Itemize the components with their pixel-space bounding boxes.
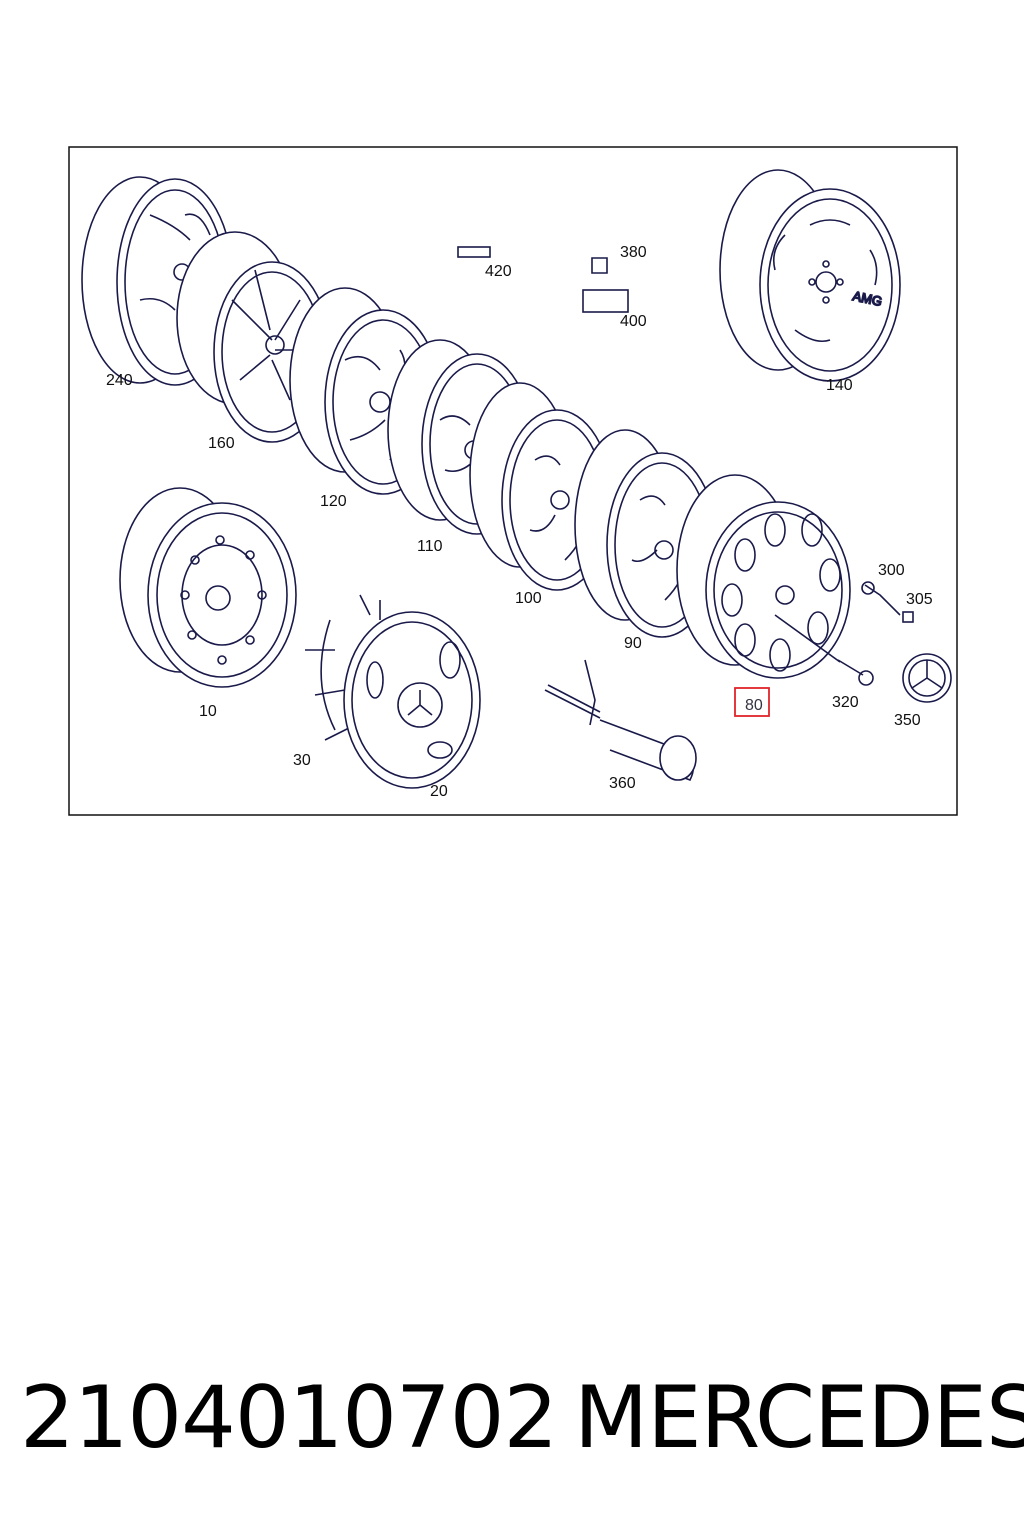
callout-300: 300 — [878, 562, 905, 579]
tool-360 — [544, 659, 697, 782]
wheel-140-amg: AMG — [719, 169, 901, 382]
valve-cap-305 — [902, 611, 914, 623]
callout-90: 90 — [624, 635, 642, 652]
callout-320: 320 — [832, 694, 859, 711]
emblem-350 — [902, 653, 952, 703]
callout-240: 240 — [106, 372, 133, 389]
callout-305: 305 — [906, 591, 933, 608]
hubcap-20 — [343, 611, 481, 789]
callout-360: 360 — [609, 775, 636, 792]
callout-100: 100 — [515, 590, 542, 607]
callout-120: 120 — [320, 493, 347, 510]
weight-400 — [582, 289, 629, 313]
callout-350: 350 — [894, 712, 921, 729]
part-number: 2104010702 — [20, 1368, 558, 1468]
callout-80-highlight — [734, 687, 770, 717]
hubcap-ring-30 — [305, 594, 381, 741]
callout-380: 380 — [620, 244, 647, 261]
diagram-frame — [68, 146, 958, 816]
callout-420: 420 — [485, 263, 512, 280]
valve-300 — [861, 581, 901, 616]
amg-badge-text: AMG — [851, 288, 883, 309]
wheel-160 — [176, 231, 331, 443]
bolt-320 — [837, 659, 874, 686]
wheel-10-steel — [119, 487, 297, 688]
callout-10: 10 — [199, 703, 217, 720]
brand-name: MERCEDES — [574, 1368, 1024, 1468]
wheel-80 — [676, 474, 851, 679]
callout-20: 20 — [430, 783, 448, 800]
weight-380 — [591, 257, 608, 274]
callout-160: 160 — [208, 435, 235, 452]
callout-80: 80 — [745, 697, 763, 714]
callout-110: 110 — [417, 538, 443, 555]
weight-420 — [457, 246, 491, 258]
callout-140: 140 — [826, 377, 853, 394]
callout-400: 400 — [620, 313, 647, 330]
callout-30: 30 — [293, 752, 311, 769]
